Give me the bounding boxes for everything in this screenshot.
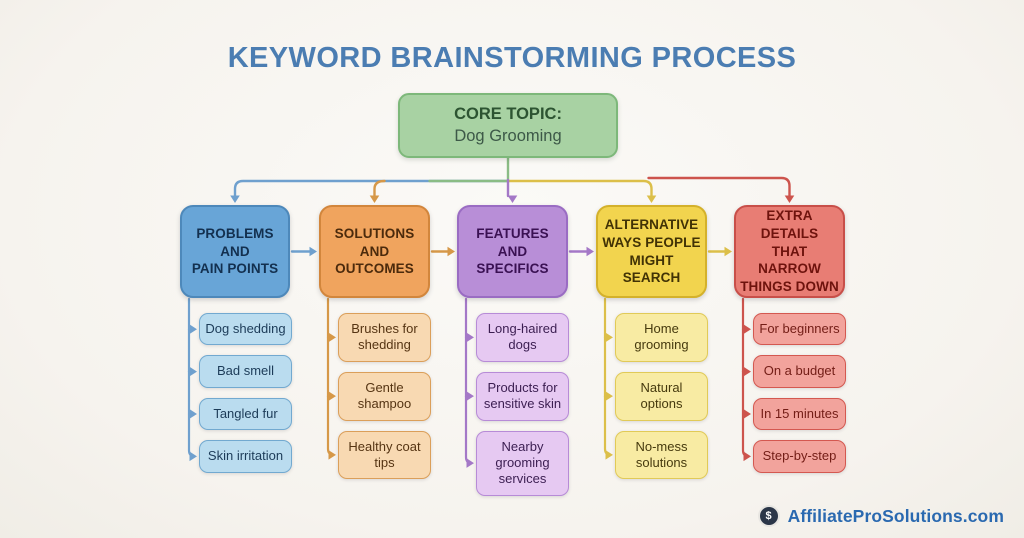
keyword-pill: Bad smell [199, 355, 292, 388]
keyword-pill: Skin irritation [199, 440, 292, 473]
brand-text: AffiliateProSolutions.com [787, 505, 1004, 526]
pill-list: Dog shedding Bad smell Tangled fur Skin … [199, 313, 292, 473]
keyword-pill: For beginners [753, 313, 846, 346]
category-column-features: FEATURES AND SPECIFICS Long-haired dogs … [457, 205, 569, 496]
category-box-solutions: SOLUTIONS AND OUTCOMES [319, 205, 430, 298]
keyword-pill: Gentle shampoo [338, 371, 431, 421]
keyword-pill: Healthy coat tips [338, 430, 431, 480]
keyword-pill: Products for sensitive skin [476, 371, 569, 421]
category-box-alternative: ALTERNATIVE WAYS PEOPLE MIGHT SEARCH [596, 205, 707, 298]
category-column-solutions: SOLUTIONS AND OUTCOMES Brushes for shedd… [319, 205, 431, 480]
brand-footer: $ AffiliateProSolutions.com [757, 505, 1004, 527]
keyword-pill: Home grooming [615, 313, 708, 362]
category-column-alternative: ALTERNATIVE WAYS PEOPLE MIGHT SEARCH Hom… [596, 205, 708, 480]
keyword-pill: Nearby grooming services [476, 430, 569, 496]
keyword-pill: In 15 minutes [753, 397, 846, 431]
keyword-pill: Step-by-step [753, 440, 846, 473]
pill-list: Home grooming Natural options No-mess so… [615, 313, 708, 480]
keyword-pill: Tangled fur [199, 397, 292, 431]
core-topic-value: Dog Grooming [454, 126, 562, 145]
core-topic-box: CORE TOPIC: Dog Grooming [398, 93, 618, 158]
pill-list: For beginners On a budget In 15 minutes … [753, 313, 846, 473]
keyword-pill: Natural options [615, 371, 708, 421]
category-column-extra-details: EXTRA DETAILS THAT NARROW THINGS DOWN Fo… [734, 205, 846, 473]
category-box-problems: PROBLEMS AND PAIN POINTS [180, 205, 290, 298]
category-box-features: FEATURES AND SPECIFICS [457, 205, 568, 298]
page-title: KEYWORD BRAINSTORMING PROCESS [227, 42, 797, 74]
keyword-pill: Long-haired dogs [476, 313, 569, 362]
core-topic-label: CORE TOPIC: [454, 105, 562, 124]
keyword-pill: No-mess solutions [615, 430, 708, 480]
category-box-extra-details: EXTRA DETAILS THAT NARROW THINGS DOWN [734, 205, 845, 298]
keyword-pill: Brushes for shedding [338, 313, 431, 362]
category-column-problems: PROBLEMS AND PAIN POINTS Dog shedding Ba… [180, 205, 292, 473]
dollar-logo-icon: $ [757, 505, 780, 527]
pill-list: Long-haired dogs Products for sensitive … [476, 313, 569, 496]
pill-list: Brushes for shedding Gentle shampoo Heal… [338, 313, 431, 480]
keyword-pill: On a budget [753, 355, 846, 388]
keyword-pill: Dog shedding [199, 313, 292, 346]
